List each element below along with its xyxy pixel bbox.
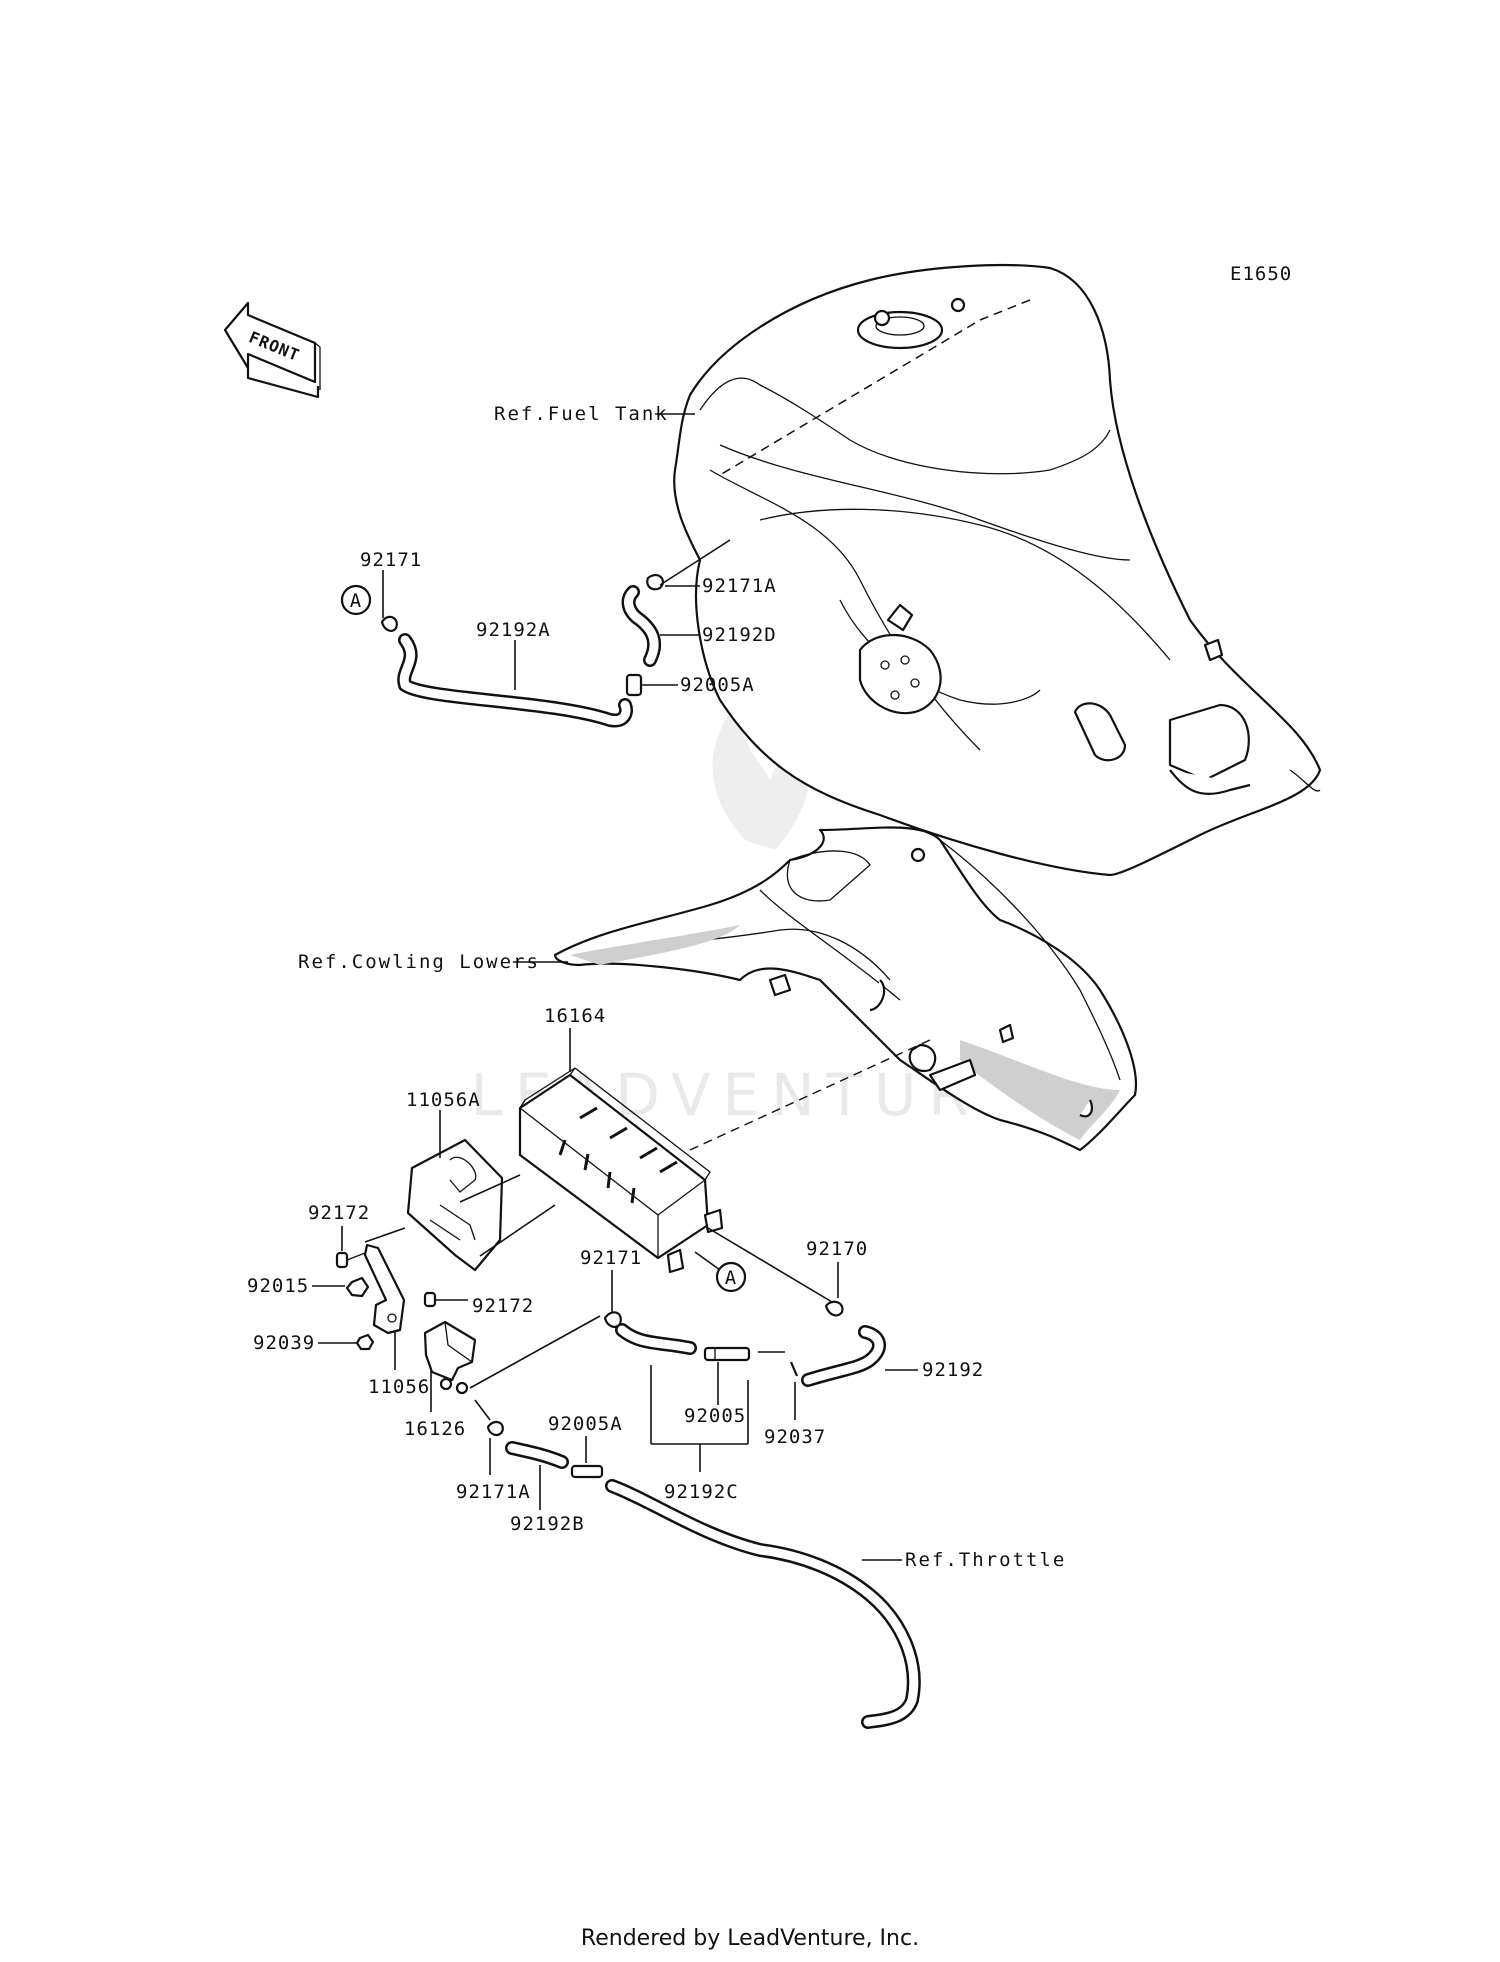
- valve-hose-line-2: [474, 1399, 491, 1421]
- valve-16126: [423, 1320, 477, 1395]
- label-92005A-bottom: 92005A: [548, 1413, 623, 1435]
- label-11056: 11056: [368, 1376, 430, 1398]
- fuel-tank: [673, 264, 1322, 877]
- throttle-hose: [605, 1479, 921, 1729]
- top-hose-assembly: [380, 539, 731, 728]
- label-92037: 92037: [764, 1426, 826, 1448]
- hose-92192C: [603, 1311, 697, 1355]
- leader-a-bottom: [694, 1251, 721, 1271]
- diagram-code: E1650: [1230, 263, 1292, 285]
- ref-cowling-lowers: Ref.Cowling Lowers: [298, 951, 540, 973]
- label-92015: 92015: [247, 1275, 309, 1297]
- label-92172-top: 92172: [308, 1202, 370, 1224]
- label-92192: 92192: [922, 1359, 984, 1381]
- mount-line-3: [364, 1227, 406, 1243]
- callout-a-top: [340, 584, 372, 616]
- label-11056A: 11056A: [406, 1089, 481, 1111]
- label-92039: 92039: [253, 1332, 315, 1354]
- screw-92172-bottom: [423, 1291, 437, 1308]
- callout-a-top-label: A: [350, 590, 362, 612]
- label-92170: 92170: [806, 1238, 868, 1260]
- label-92171A-bottom: 92171A: [456, 1481, 531, 1503]
- valve-hose-line-1: [469, 1315, 601, 1389]
- mount-line-2: [479, 1204, 556, 1257]
- joint-92005: [703, 1346, 751, 1362]
- label-92192A: 92192A: [476, 619, 551, 641]
- front-arrow-icon: FRONT: [223, 301, 321, 399]
- label-16126: 16126: [404, 1418, 466, 1440]
- nut-92015: [345, 1276, 370, 1298]
- ref-fuel-tank: Ref.Fuel Tank: [494, 403, 669, 425]
- canister-hose-line: [707, 1227, 833, 1303]
- label-92171-top: 92171: [360, 549, 422, 571]
- clamp-92171A-bottom: [486, 1420, 504, 1436]
- label-92192C: 92192C: [664, 1481, 739, 1503]
- hose-92192B: [505, 1441, 569, 1469]
- cowling-lower: [553, 826, 1137, 1152]
- screw-92172-top: [335, 1251, 366, 1269]
- joint-92005A-bottom: [570, 1464, 604, 1479]
- label-92192B: 92192B: [510, 1513, 585, 1535]
- label-92171-mid: 92171: [580, 1247, 642, 1269]
- canister-16164: [518, 1067, 724, 1274]
- label-16164: 16164: [544, 1005, 606, 1027]
- mount-line-1: [459, 1174, 521, 1203]
- callout-a-bottom: [715, 1261, 747, 1293]
- bracket-11056A: [406, 1138, 504, 1272]
- callout-a-bottom-label: A: [725, 1267, 737, 1289]
- label-92192D: 92192D: [702, 624, 777, 646]
- footer-credit: Rendered by LeadVenture, Inc.: [580, 1926, 920, 1951]
- label-92171A-top: 92171A: [702, 575, 777, 597]
- ref-throttle: Ref.Throttle: [905, 1549, 1066, 1571]
- label-92005: 92005: [684, 1405, 746, 1427]
- label-92005A-top: 92005A: [680, 674, 755, 696]
- hose-92192: [801, 1300, 886, 1387]
- bracket-11056: [363, 1243, 406, 1335]
- bolt-92039: [355, 1333, 375, 1351]
- label-92172-bottom: 92172: [472, 1295, 534, 1317]
- clip-92037: [789, 1361, 799, 1377]
